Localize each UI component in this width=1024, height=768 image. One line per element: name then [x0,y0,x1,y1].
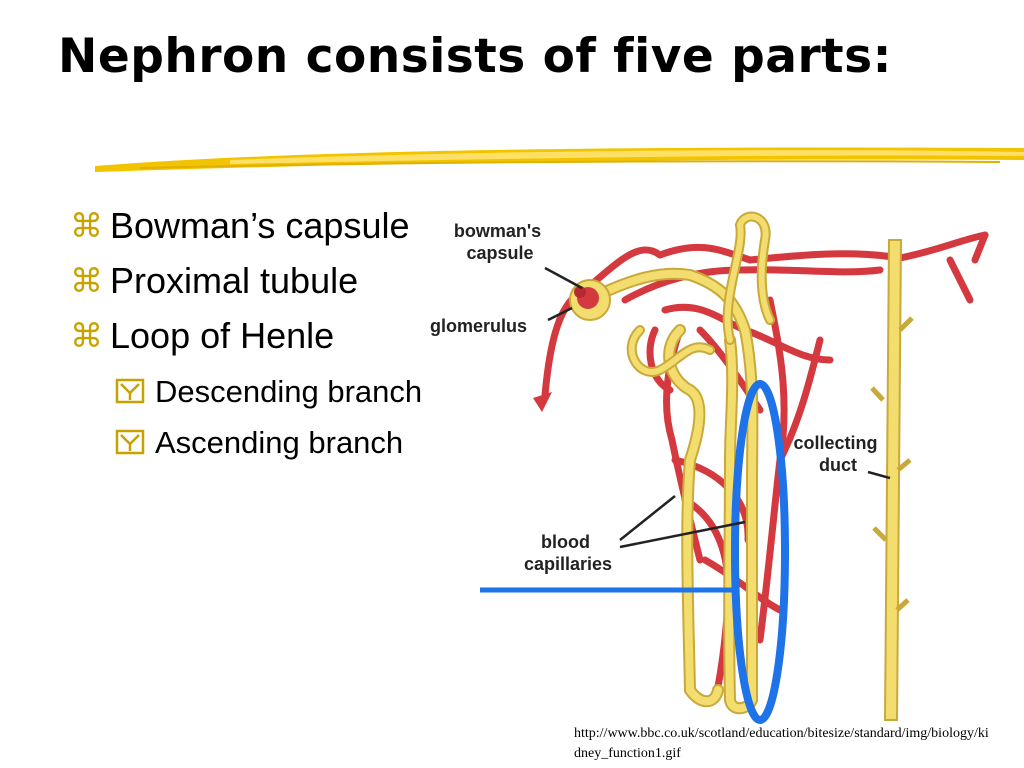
bowmans-capsule-shape [569,279,611,321]
command-icon: ⌘ [70,207,103,244]
bullet-text: Proximal tubule [110,260,359,301]
label-collecting-duct: collecting duct [793,433,882,475]
loop-highlight-ellipse [731,380,789,724]
bullet-ascending-branch: Ascending branch [115,421,430,464]
label-bowmans-capsule: bowman's capsule [454,221,546,263]
bullet-text: Loop of Henle [110,315,335,356]
vessel-arrowhead [533,392,552,412]
label-glomerulus: glomerulus [430,316,527,336]
nephron-diagram: bowman's capsule glomerulus collecting d… [430,211,989,724]
bullet-loop-of-henle: ⌘ Loop of Henle [70,315,430,357]
boxed-y-icon [115,429,145,455]
command-icon: ⌘ [70,262,103,299]
title-underline-brushstroke [95,147,1024,172]
collecting-duct-shape [870,239,914,721]
bullet-descending-branch: Descending branch [115,370,430,413]
boxed-y-icon [115,378,145,404]
bullet-list: ⌘ Bowman’s capsule ⌘ Proximal tubule ⌘ L… [70,205,430,472]
nephron-tubule [590,211,775,715]
command-icon: ⌘ [70,317,103,354]
label-blood-capillaries: blood capillaries [524,532,612,574]
bullet-bowmans-capsule: ⌘ Bowman’s capsule [70,205,430,247]
bullet-text: Bowman’s capsule [110,205,410,246]
bullet-text: Ascending branch [155,425,404,460]
bullet-text: Descending branch [155,374,423,409]
label-leader-lines [544,266,891,549]
slide-title: Nephron consists of five parts: [58,29,892,84]
bullet-proximal-tubule: ⌘ Proximal tubule [70,260,430,302]
source-url: http://www.bbc.co.uk/scotland/education/… [574,726,989,761]
